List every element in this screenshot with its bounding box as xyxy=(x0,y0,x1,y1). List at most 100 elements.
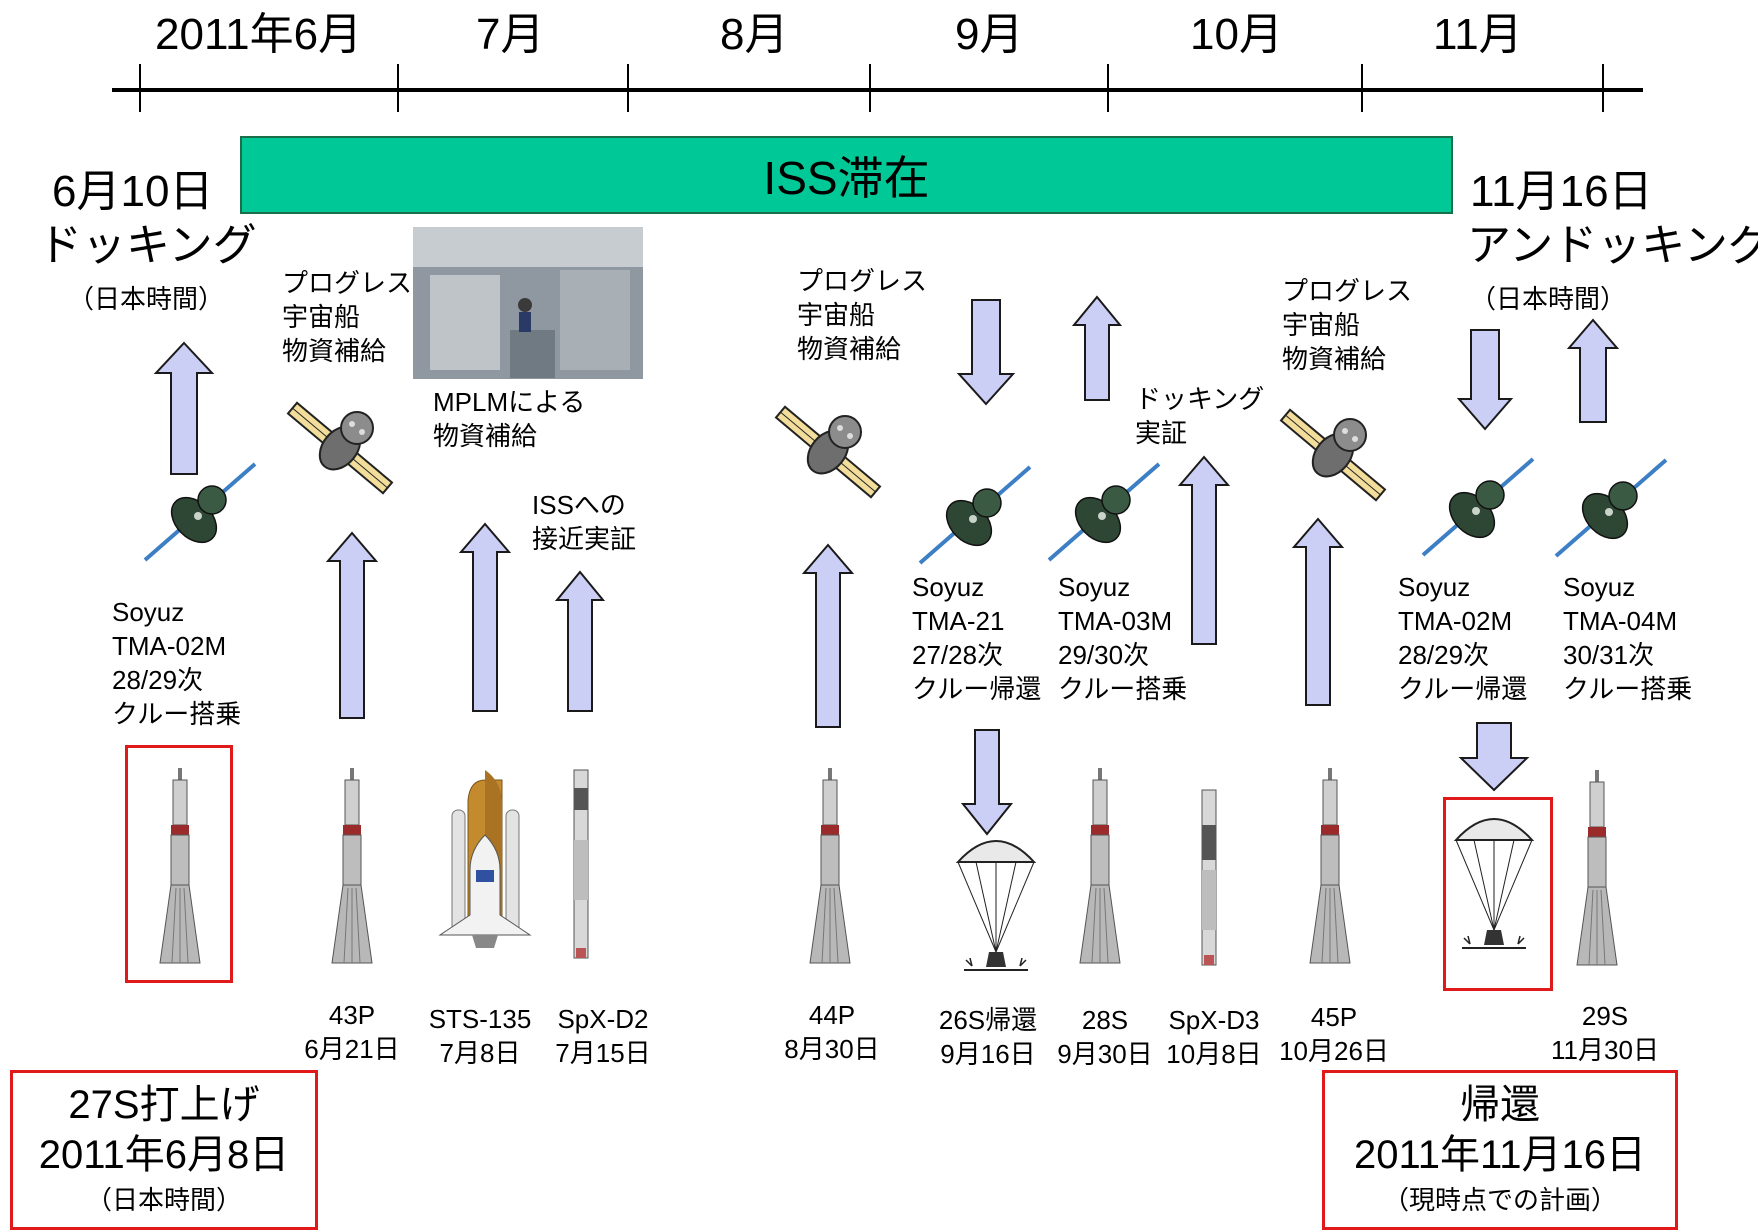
launch-label: SpX-D2 7月15日 xyxy=(548,1002,658,1070)
caption-line: プログレス xyxy=(797,266,928,296)
up-arrow-icon xyxy=(554,570,606,712)
iss-stay-label: ISS滞在 xyxy=(763,152,930,204)
return-title: 帰還 xyxy=(1460,1083,1540,1127)
undocking-note: （日本時間） xyxy=(1469,284,1626,314)
caption-line: 宇宙船 xyxy=(1282,310,1361,340)
caption-line: 8月30日 xyxy=(784,1034,880,1064)
caption-mplm: MPLMによる 物資補給 xyxy=(433,385,585,453)
caption-line: 物資補給 xyxy=(282,336,387,366)
space-shuttle-icon xyxy=(438,770,532,948)
timeline-month: 7月 xyxy=(476,10,545,59)
soyuz-spacecraft-icon xyxy=(918,465,1032,565)
up-arrow-icon xyxy=(1177,455,1231,645)
caption-progress: プログレス 宇宙船 物資補給 xyxy=(1282,274,1412,376)
caption-line: クルー帰還 xyxy=(912,674,1042,704)
caption-line: クルー搭乗 xyxy=(1058,674,1188,704)
mplm-interior-photo xyxy=(413,227,643,379)
caption-line: 宇宙船 xyxy=(282,302,361,332)
falcon9-rocket-icon xyxy=(1201,789,1217,966)
caption-line: 物資補給 xyxy=(433,421,538,451)
iss-stay-bar: ISS滞在 xyxy=(240,136,1453,214)
launch-label: SpX-D3 10月8日 xyxy=(1158,1003,1270,1071)
up-arrow-icon xyxy=(458,522,512,712)
caption-line: Soyuz xyxy=(1058,572,1131,602)
caption-line: TMA-03M xyxy=(1058,606,1173,636)
caption-line: 28/29次 xyxy=(1398,640,1490,670)
caption-line: クルー帰還 xyxy=(1398,674,1528,704)
caption-line: ドッキング xyxy=(1135,384,1265,414)
soyuz-spacecraft-icon xyxy=(1421,457,1535,557)
launch-label: 26S帰還 9月16日 xyxy=(930,1003,1046,1071)
timeline-month: 10月 xyxy=(1190,10,1283,59)
up-arrow-icon xyxy=(1291,517,1345,706)
caption-line: プログレス xyxy=(1282,276,1413,306)
soyuz-rocket-icon xyxy=(331,767,373,964)
caption-line: 27/28次 xyxy=(912,640,1004,670)
launch-title: 27S打上げ xyxy=(68,1083,260,1127)
caption-line: Soyuz xyxy=(1563,572,1636,602)
caption-line: 物資補給 xyxy=(1282,344,1387,374)
falcon9-rocket-icon xyxy=(573,769,589,959)
caption-line: 10月26日 xyxy=(1279,1036,1389,1066)
parachute-landing-icon xyxy=(957,840,1035,971)
launch-date: 2011年6月8日 xyxy=(38,1133,290,1177)
caption-line: 26S帰還 xyxy=(938,1005,1038,1035)
timeline-month: 8月 xyxy=(720,10,789,59)
caption-docking-demo: ドッキング 実証 xyxy=(1135,382,1264,450)
return-landing-highlight xyxy=(1443,797,1553,991)
down-arrow-icon xyxy=(1458,722,1530,792)
caption-line: SpX-D2 xyxy=(557,1004,649,1034)
caption-line: 45P xyxy=(1310,1002,1358,1032)
caption-line: 29/30次 xyxy=(1058,640,1150,670)
caption-line: 6月21日 xyxy=(304,1034,400,1064)
caption-iss-approach: ISSへの 接近実証 xyxy=(532,488,636,556)
caption-line: 10月8日 xyxy=(1166,1039,1262,1069)
caption-line: 43P xyxy=(328,1000,376,1030)
return-info-box: 帰還 2011年11月16日 （現時点での計画） xyxy=(1322,1070,1678,1230)
soyuz-spacecraft-icon xyxy=(1554,458,1668,558)
timeline-ticks xyxy=(139,64,1604,112)
return-note: （現時点での計画） xyxy=(1382,1185,1617,1215)
caption-line: プログレス xyxy=(282,268,413,298)
caption-line: 29S xyxy=(1581,1001,1629,1031)
caption-line: Soyuz xyxy=(112,597,185,627)
docking-note: （日本時間） xyxy=(68,284,225,314)
launch-label: 43P 6月21日 xyxy=(296,998,408,1066)
caption-line: 28S xyxy=(1081,1005,1129,1035)
up-arrow-icon xyxy=(801,543,855,728)
caption-line: MPLMによる xyxy=(433,387,586,417)
caption-line: 7月15日 xyxy=(555,1038,651,1068)
up-arrow-icon xyxy=(1566,318,1620,423)
caption-line: STS-135 xyxy=(428,1004,532,1034)
timeline-month: 11月 xyxy=(1433,10,1523,59)
caption-line: 物資補給 xyxy=(797,334,902,364)
caption-progress: プログレス 宇宙船 物資補給 xyxy=(282,266,412,368)
caption-line: 30/31次 xyxy=(1563,640,1655,670)
launch-label: 44P 8月30日 xyxy=(776,998,888,1066)
soyuz-rocket-icon xyxy=(809,767,851,964)
return-date: 2011年11月16日 xyxy=(1353,1133,1647,1177)
up-arrow-icon xyxy=(325,531,379,719)
timeline-month: 2011年6月 xyxy=(155,10,363,59)
caption-line: 9月16日 xyxy=(940,1039,1036,1069)
down-arrow-icon xyxy=(1456,329,1514,431)
soyuz-spacecraft-icon xyxy=(143,462,257,562)
caption-line: 接近実証 xyxy=(532,524,637,554)
undocking-event: アンドッキング xyxy=(1467,221,1758,270)
caption-soyuz: Soyuz TMA-03M 29/30次 クルー搭乗 xyxy=(1058,570,1187,706)
caption-soyuz: Soyuz TMA-02M 28/29次 クルー帰還 xyxy=(1398,570,1527,706)
caption-line: TMA-21 xyxy=(912,606,1005,636)
progress-spacecraft-icon xyxy=(287,401,393,495)
launch-note: （日本時間） xyxy=(85,1185,242,1215)
down-arrow-icon xyxy=(956,299,1016,406)
caption-line: 28/29次 xyxy=(112,665,204,695)
caption-soyuz: Soyuz TMA-21 27/28次 クルー帰還 xyxy=(912,570,1041,706)
launch-label: 28S 9月30日 xyxy=(1050,1003,1160,1071)
soyuz-spacecraft-icon xyxy=(1047,462,1161,562)
timeline-month: 9月 xyxy=(955,10,1024,59)
caption-soyuz: Soyuz TMA-04M 30/31次 クルー搭乗 xyxy=(1563,570,1692,706)
caption-line: 実証 xyxy=(1135,418,1188,448)
soyuz-rocket-icon xyxy=(1079,767,1121,964)
soyuz-27s-highlight xyxy=(125,745,233,983)
